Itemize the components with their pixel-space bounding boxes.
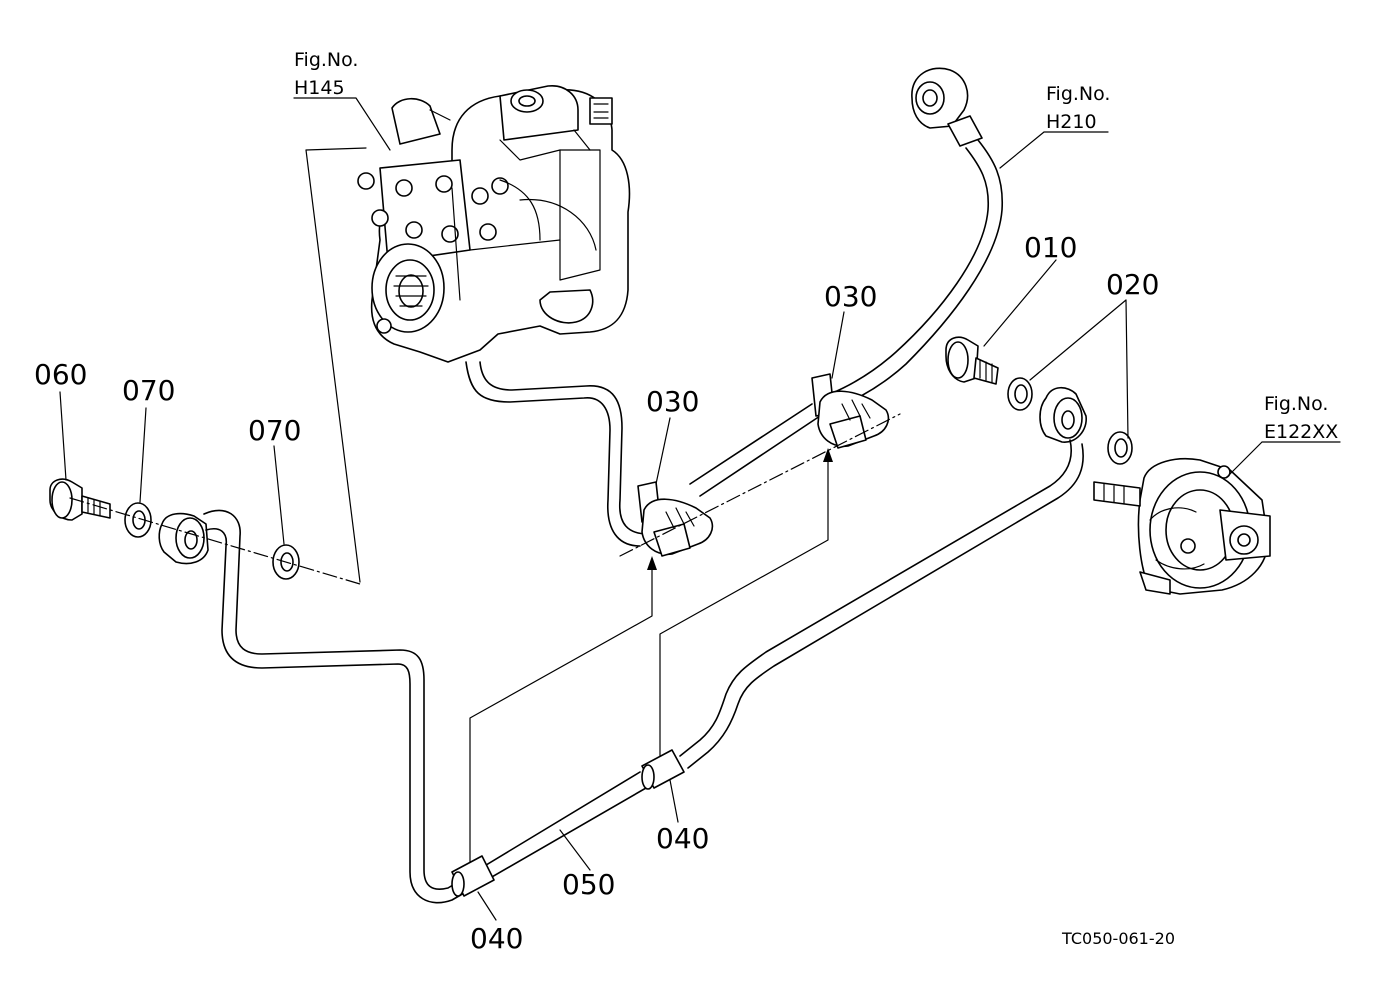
fig-ref-valve-line1: Fig.No. [1264,393,1328,415]
washer-070-left [124,502,152,538]
part-label-040-right: 040 [656,822,709,855]
pipe-clamp-lower [637,481,714,557]
sleeve-040-bottom [451,855,495,897]
fig-ref-pipe-line1: Fig.No. [1046,83,1110,105]
hydraulic-pump-assembly [357,85,649,547]
washer-020-lower [1107,431,1133,465]
clamp-leader-lines [469,448,833,873]
control-valve-assembly [1093,458,1271,595]
part-leader-lines [59,97,1341,921]
banjo-eye-left [158,512,209,565]
banjo-bolt-060 [49,478,111,521]
part-label-070-left: 070 [122,374,175,407]
fig-ref-pump-line1: Fig.No. [294,49,358,71]
part-label-040-bottom: 040 [470,922,523,955]
fig-ref-valve-line2: E122XX [1264,421,1338,443]
part-label-020: 020 [1106,268,1159,301]
pipe-050 [203,439,1084,904]
part-label-050: 050 [562,868,615,901]
drawing-code: TC050-061-20 [1061,929,1175,948]
fig-ref-pipe-line2: H210 [1046,111,1097,133]
part-label-060: 060 [34,358,87,391]
pipe-clamp-upper [811,373,890,449]
pump-bolt-heads [357,172,509,334]
fig-ref-pump-line2: H145 [294,77,345,99]
sleeve-040-right [641,749,685,790]
part-label-030-upper: 030 [824,280,877,313]
washer-020-upper [1007,377,1033,411]
part-label-070-right: 070 [248,414,301,447]
part-label-030-lower: 030 [646,385,699,418]
part-label-010: 010 [1024,231,1077,264]
banjo-bolt-010 [945,336,999,385]
upper-return-pipe [689,67,1004,497]
banjo-eye-right [1039,386,1087,443]
